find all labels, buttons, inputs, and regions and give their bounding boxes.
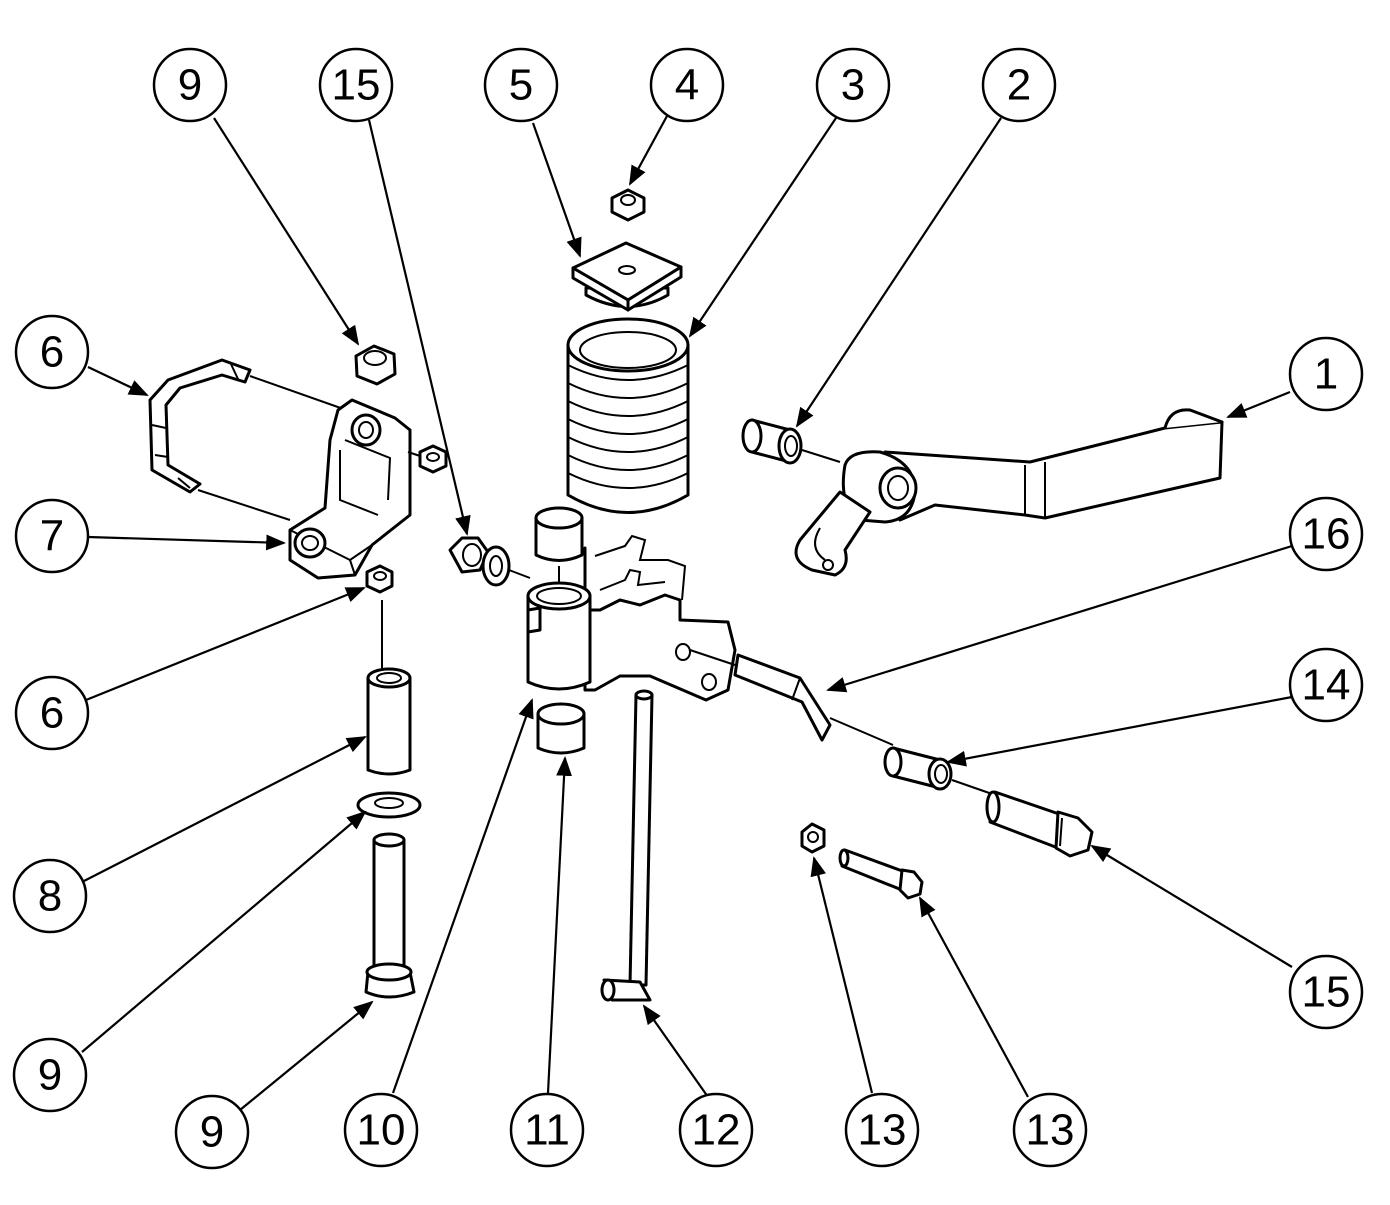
part-12-rod — [600, 689, 654, 1002]
callout-13-right: 13 — [1012, 1092, 1088, 1168]
part-15-bolt — [985, 790, 1094, 858]
part-9-washer — [356, 791, 422, 819]
part-11-bottom-bushing — [536, 702, 586, 755]
part-2-bushing — [741, 418, 841, 465]
part-3-spring — [566, 317, 690, 514]
callout-label: 10 — [357, 1106, 406, 1155]
callout-label: 7 — [40, 512, 64, 561]
callout-10: 10 — [343, 1092, 419, 1168]
callout-label: 14 — [1302, 661, 1351, 710]
callout-label: 3 — [841, 61, 865, 110]
part-14-bushing — [829, 717, 996, 796]
callout-12: 12 — [678, 1092, 754, 1168]
part-9-top-nut — [354, 344, 397, 386]
part-6-u-bolt — [148, 358, 353, 521]
callout-label: 2 — [1007, 61, 1031, 110]
callout-14: 14 — [1288, 647, 1364, 723]
callout-3: 3 — [815, 47, 891, 123]
callout-label: 9 — [38, 1051, 62, 1100]
callout-6-bottom: 6 — [14, 675, 90, 751]
part-4-nut — [610, 188, 646, 222]
callout-label: 6 — [40, 689, 64, 738]
callout-label: 1 — [1314, 350, 1338, 399]
callout-label: 13 — [1026, 1106, 1075, 1155]
callout-label: 8 — [38, 872, 62, 921]
part-16-link — [689, 649, 832, 742]
callout-9-left: 9 — [12, 1037, 88, 1113]
callout-label: 4 — [675, 61, 699, 110]
callout-5: 5 — [483, 47, 559, 123]
callout-label: 9 — [200, 1108, 224, 1157]
callout-7: 7 — [14, 498, 90, 574]
callout-label: 15 — [1302, 968, 1351, 1017]
part-7-bracket — [288, 398, 412, 580]
callout-1: 1 — [1288, 336, 1364, 412]
callout-label: 16 — [1302, 510, 1351, 559]
callout-4: 4 — [649, 47, 725, 123]
part-9-bolt — [364, 832, 416, 999]
part-6-nut-right — [407, 444, 448, 474]
callout-11: 11 — [509, 1092, 585, 1168]
callout-label: 9 — [178, 61, 202, 110]
callout-15-right: 15 — [1288, 954, 1364, 1030]
callout-label: 12 — [692, 1106, 741, 1155]
part-11-top-bushing — [534, 506, 584, 582]
part-10-pivot-bracket — [526, 534, 737, 702]
part-6-nut-bottom — [365, 564, 394, 594]
callout-9-top: 9 — [152, 47, 228, 123]
part-1-pedal-arm — [794, 408, 1224, 577]
part-13-bolt — [838, 848, 924, 900]
part-15-nut-washer — [448, 536, 531, 587]
callout-label: 6 — [40, 328, 64, 377]
callout-6-top: 6 — [14, 314, 90, 390]
callout-label: 11 — [524, 1106, 570, 1155]
part-13-nut — [800, 822, 826, 854]
callout-8: 8 — [12, 858, 88, 934]
callout-label: 5 — [509, 61, 533, 110]
callout-13-left: 13 — [844, 1092, 920, 1168]
callout-label: 13 — [858, 1106, 907, 1155]
callout-label: 15 — [332, 61, 381, 110]
callout-15-top: 15 — [318, 47, 394, 123]
part-5-plate — [571, 241, 683, 312]
callout-9-bottom: 9 — [174, 1094, 250, 1170]
callout-16: 16 — [1288, 496, 1364, 572]
leader-lines — [81, 115, 1293, 1111]
part-8-spacer — [366, 600, 412, 776]
callout-2: 2 — [981, 47, 1057, 123]
